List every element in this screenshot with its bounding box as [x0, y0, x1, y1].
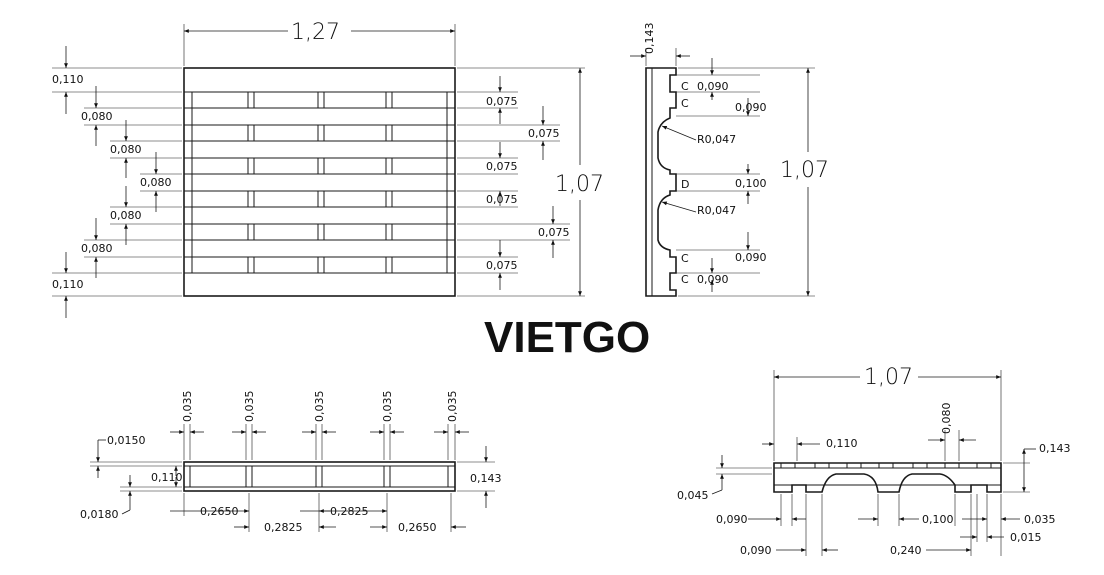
side-letter-5: C — [681, 273, 689, 286]
end-height-label: 0,143 — [1039, 442, 1071, 455]
front-bottom-2: 0,2825 — [330, 505, 369, 518]
front-bottom-4: 0,2650 — [398, 521, 437, 534]
front-view-outline — [183, 461, 456, 492]
side-view: 0,143 1,07 C C D C C — [630, 23, 829, 297]
top-view: 1,27 1,07 — [52, 20, 604, 318]
front-left-bottom: 0,0180 — [80, 508, 119, 521]
top-view-boards — [183, 91, 456, 274]
front-left-top: 0,0150 — [107, 434, 146, 447]
front-top-4: 0,035 — [381, 391, 394, 423]
front-bottom-3: 0,2825 — [264, 521, 303, 534]
end-bottom-5: 0,240 — [890, 544, 922, 557]
board-label-5: 0,075 — [538, 226, 570, 239]
top-height-label: 1,07 — [555, 172, 604, 197]
side-dim-5: 0,090 — [697, 273, 729, 286]
front-top-5: 0,035 — [446, 391, 459, 423]
gap-label-1: 0,080 — [81, 110, 113, 123]
front-top-1: 0,035 — [181, 391, 194, 423]
side-radius-upper: R0,047 — [697, 133, 736, 146]
end-bottom-3: 0,035 — [1024, 513, 1056, 526]
end-bottom-2: 0,100 — [922, 513, 954, 526]
bottom-edge-label: 0,110 — [52, 278, 84, 291]
end-view-outline — [773, 462, 1002, 493]
side-dim-2: 0,090 — [735, 101, 767, 114]
gap-label-3: 0,080 — [140, 176, 172, 189]
side-letter-1: C — [681, 80, 689, 93]
front-top-2: 0,035 — [243, 391, 256, 423]
top-width-label: 1,27 — [291, 20, 340, 45]
board-label-1: 0,075 — [486, 95, 518, 108]
board-label-2: 0,075 — [528, 127, 560, 140]
board-label-3: 0,075 — [486, 160, 518, 173]
board-label-6: 0,075 — [486, 259, 518, 272]
side-letter-3: D — [681, 178, 689, 191]
front-view: 0,035 0,035 0,035 0,035 0,035 0,0150 0,1… — [80, 391, 502, 535]
front-top-3: 0,035 — [313, 391, 326, 423]
side-view-outline — [645, 67, 677, 297]
top-view-outline — [183, 67, 456, 297]
end-bottom-6: 0,015 — [1010, 531, 1042, 544]
end-bottom-4: 0,090 — [740, 544, 772, 557]
end-view: 1,07 0,110 0,080 0,143 0,045 — [677, 365, 1071, 557]
gap-label-4: 0,080 — [110, 209, 142, 222]
front-right-height: 0,143 — [470, 472, 502, 485]
side-letter-2: C — [681, 97, 689, 110]
side-dim-3: 0,100 — [735, 177, 767, 190]
side-radius-lower: R0,047 — [697, 204, 736, 217]
side-thickness-label: 0,143 — [643, 23, 656, 55]
side-height-label: 1,07 — [780, 158, 829, 183]
end-board-width-label: 0,080 — [940, 403, 953, 435]
end-left-height-label: 0,045 — [677, 489, 709, 502]
side-dim-1: 0,090 — [697, 80, 729, 93]
end-width-label: 1,07 — [864, 365, 913, 390]
top-edge-label: 0,110 — [52, 73, 84, 86]
brand-logo: VIETGO — [484, 313, 650, 362]
board-label-4: 0,075 — [486, 193, 518, 206]
end-bottom-1: 0,090 — [716, 513, 748, 526]
gap-label-5: 0,080 — [81, 242, 113, 255]
side-dim-4: 0,090 — [735, 251, 767, 264]
front-bottom-1: 0,2650 — [200, 505, 239, 518]
gap-label-2: 0,080 — [110, 143, 142, 156]
end-spacing-label: 0,110 — [826, 437, 858, 450]
front-left-height: 0,110 — [151, 471, 183, 484]
side-letter-4: C — [681, 252, 689, 265]
